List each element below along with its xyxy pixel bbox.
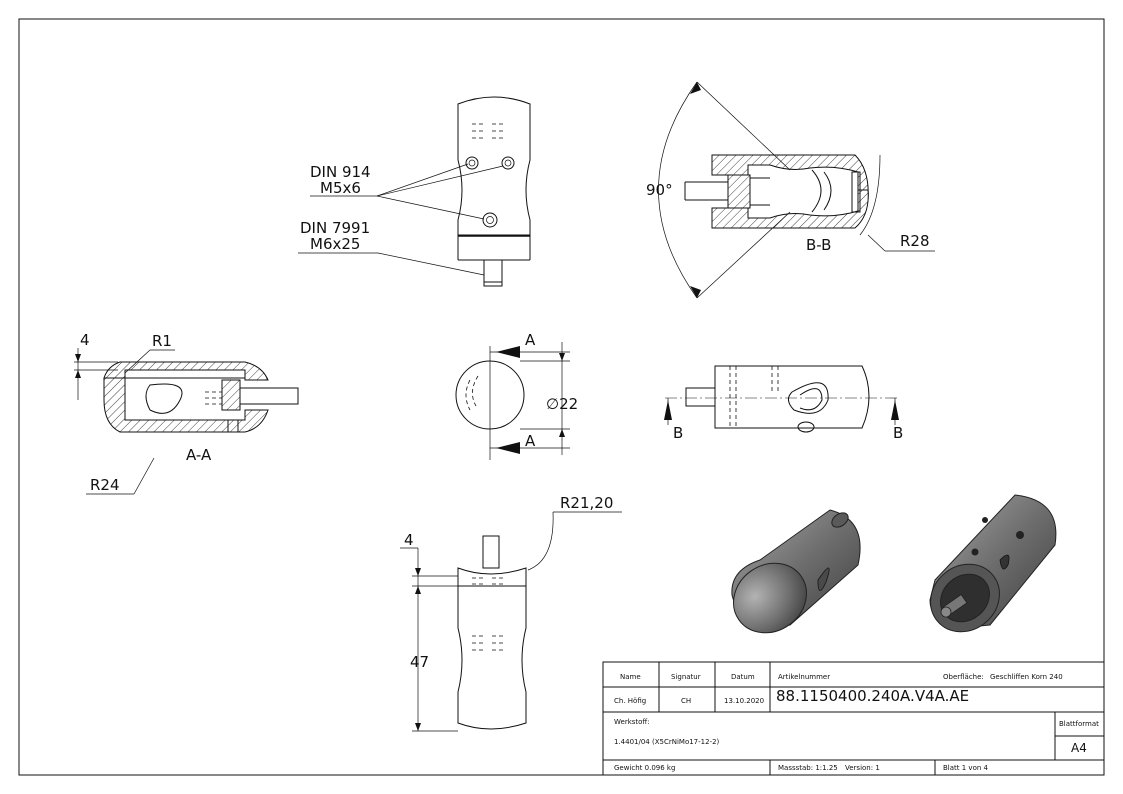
label-din7991: DIN 7991: [300, 219, 370, 237]
tb-blatt: Blatt 1 von 4: [943, 764, 989, 772]
drawing-frame: [18, 18, 1105, 776]
label-dim4-left: 4: [80, 331, 90, 349]
tb-blattformat-label: Blattformat: [1059, 720, 1099, 728]
label-section-bb: B-B: [806, 236, 831, 254]
tb-werkstoff-label: Werkstoff:: [614, 718, 650, 726]
tb-gewicht: Gewicht 0.096 kg: [614, 764, 675, 772]
tb-artikelnummer-value: 88.1150400.240A.V4A.AE: [776, 687, 969, 705]
top-view: [298, 96, 531, 287]
label-dia22: ∅22: [546, 395, 578, 413]
label-r1: R1: [152, 332, 172, 350]
label-cut-b-left: B: [673, 424, 683, 442]
side-view: [664, 365, 900, 433]
end-view: [455, 342, 570, 460]
label-dim47: 47: [410, 653, 429, 671]
tb-col-artikelnummer: Artikelnummer: [778, 673, 830, 681]
tb-massstab: Massstab: 1:1.25: [778, 764, 838, 772]
tb-werkstoff-value: 1.4401/04 (X5CrNiMo17-12-2): [614, 738, 720, 746]
tb-name-value: Ch. Höfig: [614, 697, 646, 705]
section-aa-view: [74, 348, 299, 495]
label-section-aa: A-A: [186, 446, 212, 464]
tb-oberflaeche-value: Geschliffen Korn 240: [990, 673, 1063, 681]
isometric-render-1: [731, 509, 861, 634]
tb-col-datum: Datum: [731, 673, 755, 681]
isometric-render-2: [929, 494, 1057, 633]
label-dim4-bottom: 4: [404, 531, 414, 549]
label-cut-a-bottom: A: [525, 432, 536, 450]
label-cut-a-top: A: [525, 331, 536, 349]
label-angle: 90°: [646, 181, 673, 199]
tb-version: Version: 1: [845, 764, 880, 772]
tb-signatur-value: CH: [681, 697, 691, 705]
title-block: [602, 661, 1105, 776]
label-m5x6: M5x6: [320, 179, 361, 197]
label-r21-20: R21,20: [560, 494, 613, 512]
label-r24: R24: [90, 476, 120, 494]
tb-col-oberflaeche: Oberfläche:: [943, 673, 984, 681]
label-m6x25: M6x25: [310, 235, 360, 253]
tb-datum-value: 13.10.2020: [724, 697, 764, 705]
tb-col-name: Name: [620, 673, 641, 681]
section-bb-view: [658, 81, 935, 299]
tb-blattformat-value: A4: [1071, 741, 1087, 755]
label-cut-b-right: B: [893, 424, 903, 442]
bottom-view: [400, 511, 622, 732]
label-din914: DIN 914: [310, 163, 371, 181]
label-r28: R28: [900, 232, 930, 250]
tb-col-signatur: Signatur: [671, 673, 701, 681]
